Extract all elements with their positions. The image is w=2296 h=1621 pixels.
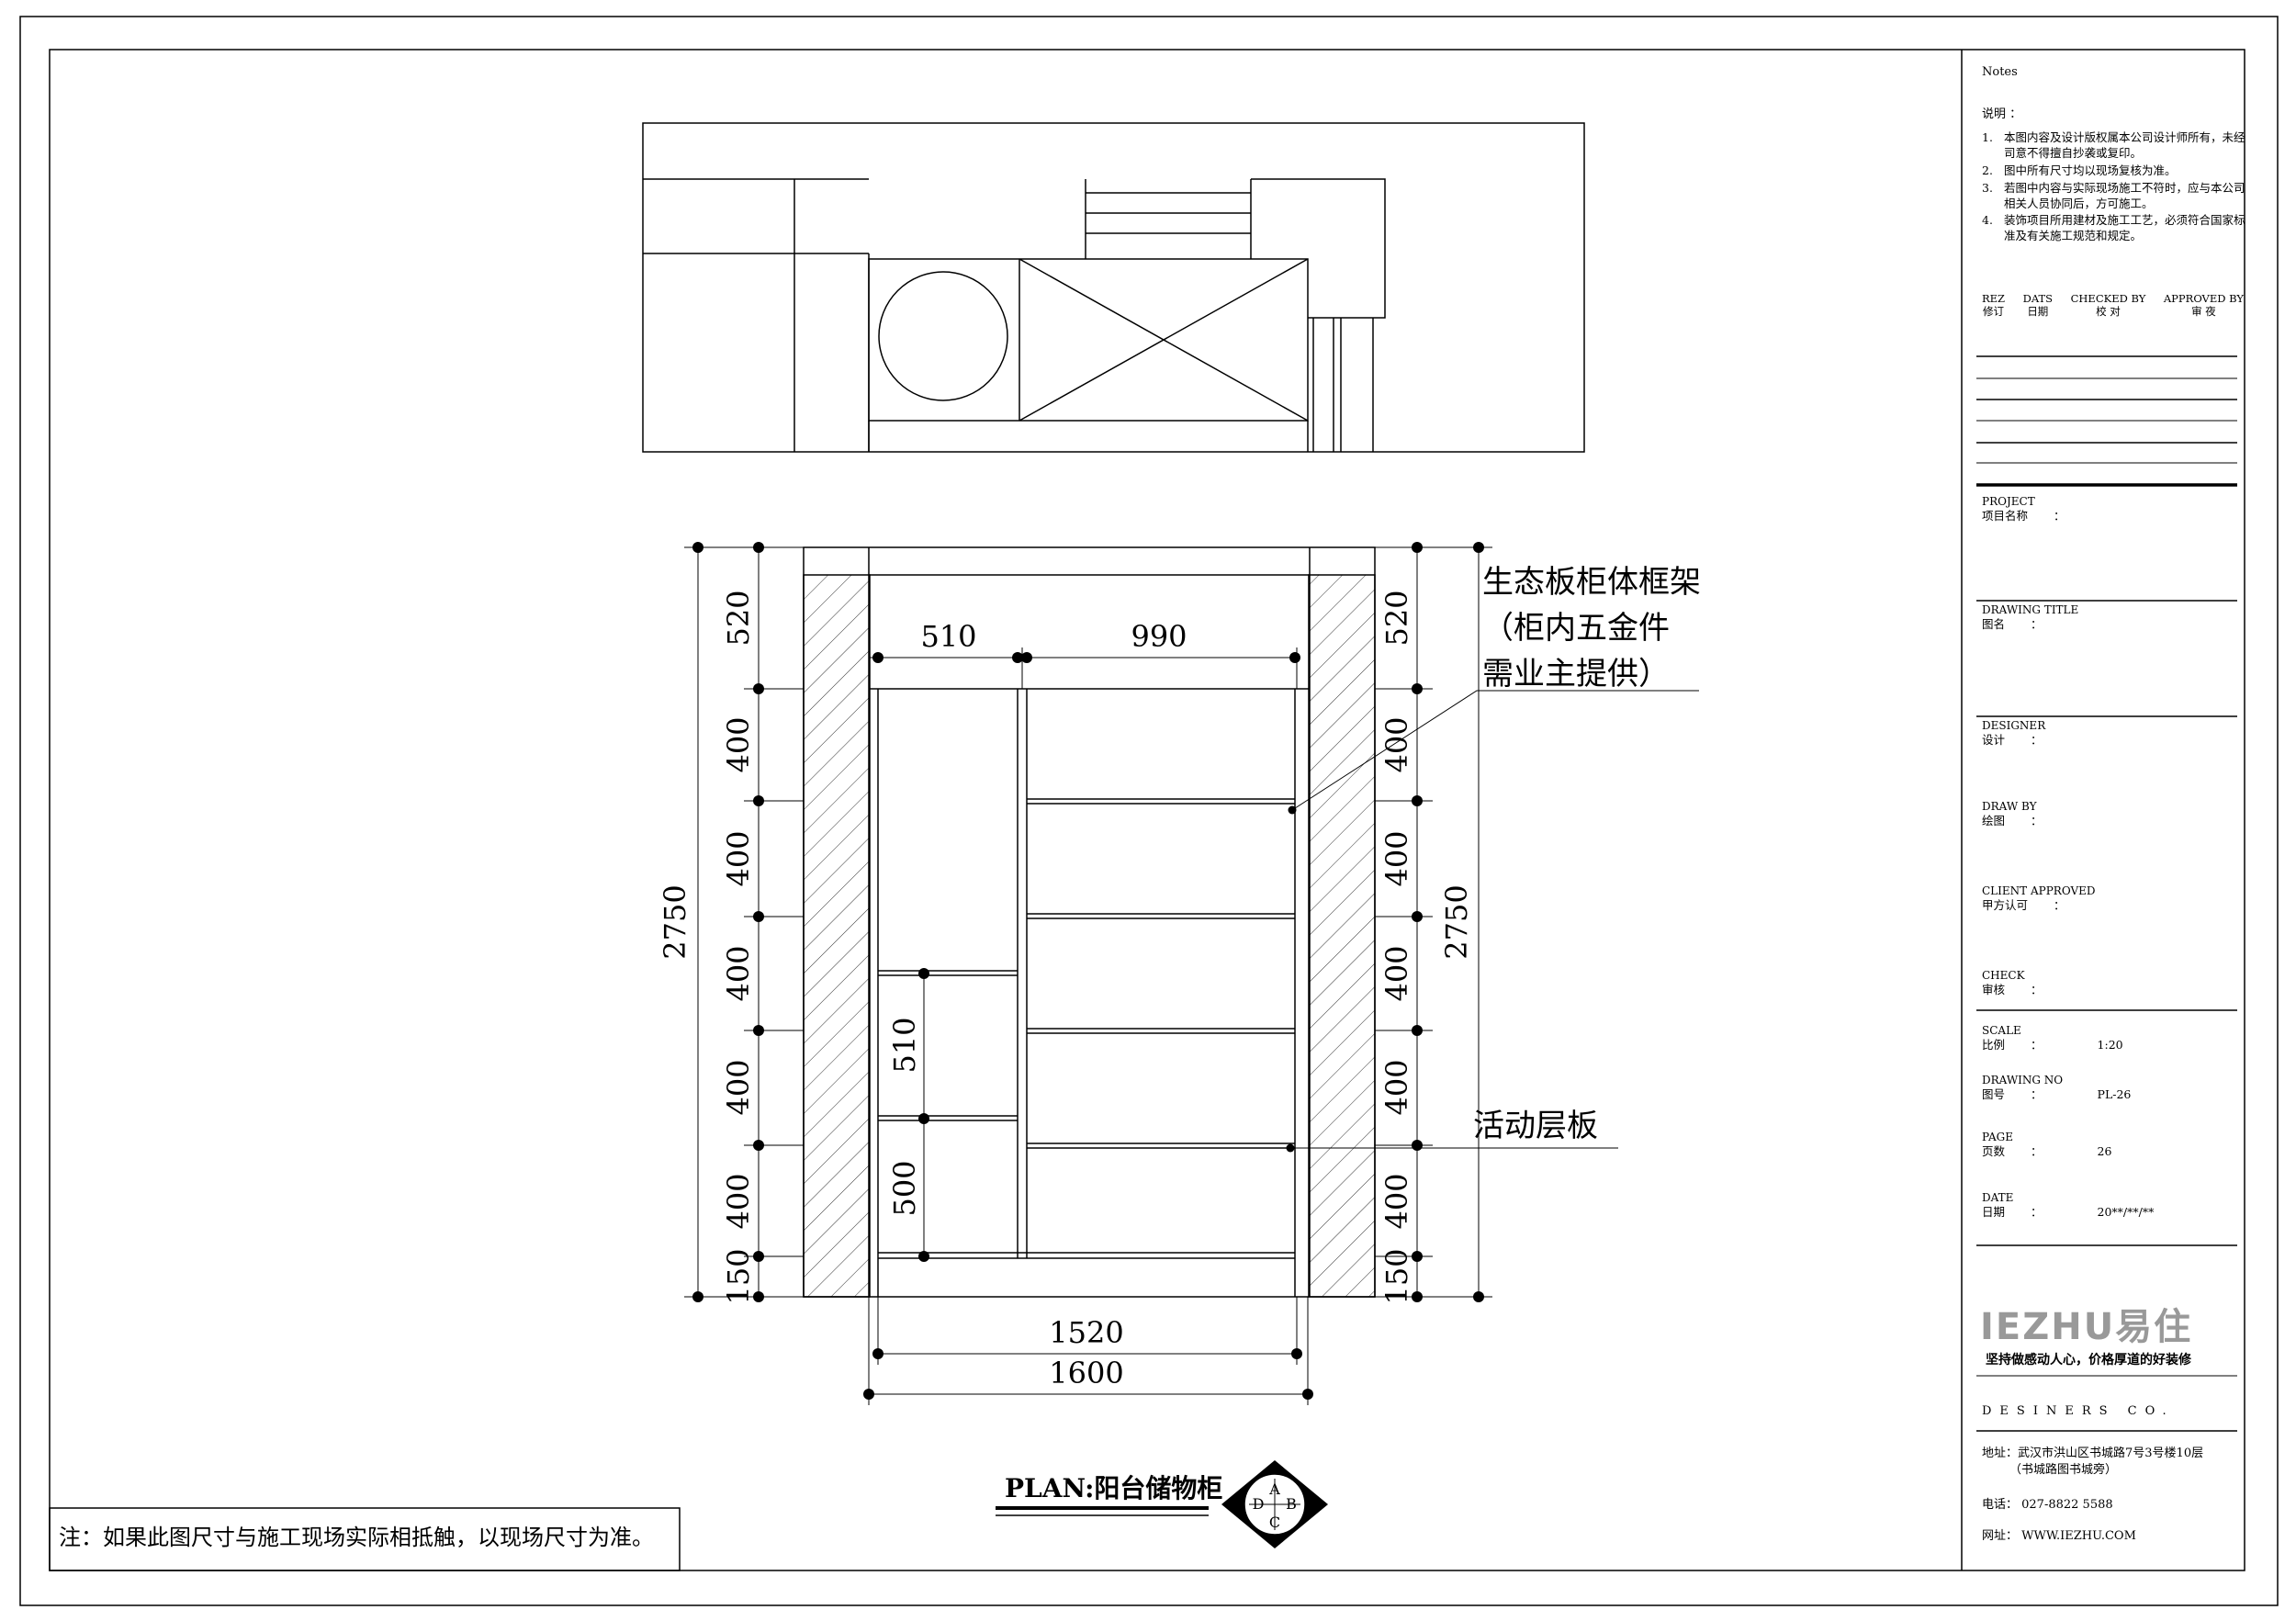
- dim-right-6: 400: [1379, 1173, 1414, 1229]
- shelf-label: 活动层板: [1473, 1108, 1598, 1144]
- dim-right-total: 2750: [1439, 884, 1474, 959]
- dim-right-1: 520: [1379, 590, 1414, 646]
- field-drawing-title: DRAWING TITLE 图名：: [1982, 603, 2079, 632]
- dimension-text-left: 520 400 400 400 400 400 150 2750: [658, 590, 756, 1304]
- symbol-letter-a: A: [1268, 1480, 1280, 1498]
- dimension-text-right: 520 400 400 400 400 400 150 2750: [1379, 590, 1474, 1304]
- dim-left-2: 400: [721, 716, 756, 772]
- company-logo: IEZHU易住: [1980, 1306, 2193, 1348]
- dim-inner-upper: 510: [887, 1017, 922, 1073]
- section-symbol: A B C D: [1221, 1460, 1328, 1548]
- dim-bottom-outer: 1600: [1049, 1356, 1123, 1390]
- titleblock-rules: [1976, 355, 2237, 1432]
- dim-top-left: 510: [920, 619, 976, 654]
- notes-heading: Notes: [1982, 65, 2018, 79]
- field-drawing-no: DRAWING NO 图号：PL-26: [1982, 1074, 2132, 1102]
- dim-left-3: 400: [721, 830, 756, 886]
- note-item: 1.本图内容及设计版权属本公司设计师所有，未经司意不得擅自抄袭或复印。: [1982, 130, 2245, 160]
- plan-title: PLAN:阳台储物柜: [1005, 1473, 1222, 1503]
- plan-title-underline: [996, 1506, 1209, 1516]
- leader-dots: [1286, 805, 1297, 1153]
- dim-left-total: 2750: [658, 884, 692, 959]
- top-view: [642, 122, 1585, 453]
- frame-label-line-3: 需业主提供）: [1482, 656, 1670, 692]
- note-item: 4.装饰项目所用建材及施工工艺，必须符合国家标准及有关施工规范和规定。: [1982, 213, 2245, 243]
- field-designer: DESIGNER 设计：: [1982, 719, 2046, 748]
- dim-bottom-inner: 1520: [1049, 1315, 1123, 1350]
- dim-left-1: 520: [721, 590, 756, 646]
- side-walls: [803, 574, 1376, 1298]
- company-website: 网址： WWW.IEZHU.COM: [1982, 1529, 2136, 1543]
- dim-left-6: 400: [721, 1173, 756, 1229]
- outer-border: [19, 16, 2279, 1606]
- notes-heading-cn: 说明 ：: [1982, 107, 2022, 121]
- dimension-text-horizontal: 510 990 1520 1600: [920, 619, 1187, 1390]
- dim-top-right: 990: [1131, 619, 1187, 654]
- dim-right-5: 400: [1379, 1059, 1414, 1115]
- cabinet-frame: [803, 546, 1376, 1298]
- notes-list: 1.本图内容及设计版权属本公司设计师所有，未经司意不得擅自抄袭或复印。 2.图中…: [1982, 130, 2246, 246]
- title-block: Notes 说明 ： 1.本图内容及设计版权属本公司设计师所有，未经司意不得擅自…: [1976, 55, 2252, 1561]
- field-scale: SCALE 比例：1:20: [1982, 1024, 2123, 1053]
- dim-left-5: 400: [721, 1059, 756, 1115]
- footnote: 注：如果此图尺寸与施工现场实际相抵触，以现场尺寸为准。: [59, 1525, 654, 1550]
- field-date: DATE 日期：20**/**/**: [1982, 1191, 2155, 1220]
- company-address: 地址：武汉市洪山区书城路7号3号楼10层 （书城路图书城旁）: [1982, 1447, 2204, 1477]
- field-page: PAGE 页数：26: [1982, 1131, 2112, 1159]
- company-name: DESINERS CO.: [1982, 1404, 2175, 1418]
- inner-border: [49, 49, 2245, 1571]
- dimension-ticks: [692, 542, 1484, 1400]
- note-item: 2.图中所有尺寸均以现场复核为准。: [1982, 163, 2177, 177]
- symbol-letter-b: B: [1286, 1495, 1297, 1513]
- footnote-box: [49, 1507, 681, 1571]
- dim-right-2: 400: [1379, 716, 1414, 772]
- field-check: CHECK 审核：: [1982, 969, 2043, 997]
- dim-right-7: 150: [1379, 1248, 1414, 1304]
- field-project: PROJECT 项目名称：: [1982, 495, 2065, 523]
- frame-label: 生态板柜体框架 （柜内五金件 需业主提供）: [1482, 564, 1701, 692]
- note-item: 3.若图中内容与实际现场施工不符时，应与本公司相关人员协同后，方可施工。: [1982, 180, 2245, 210]
- company-phone: 电话： 027-8822 5588: [1982, 1498, 2113, 1512]
- dim-right-4: 400: [1379, 945, 1414, 1001]
- field-client-approved: CLIENT APPROVED 甲方认可：: [1982, 884, 2096, 913]
- company-slogan: 坚持做感动人心，价格厚道的好装修: [1986, 1353, 2191, 1368]
- dim-inner-lower: 500: [887, 1160, 922, 1216]
- dim-left-7: 150: [721, 1248, 756, 1304]
- dim-left-4: 400: [721, 945, 756, 1001]
- dimension-text-inner: 510 500: [887, 1017, 922, 1216]
- dim-right-3: 400: [1379, 830, 1414, 886]
- symbol-letter-c: C: [1269, 1514, 1280, 1531]
- symbol-letter-d: D: [1253, 1495, 1265, 1513]
- dimension-lines: [684, 546, 1492, 1405]
- field-draw-by: DRAW BY 绘图：: [1982, 800, 2043, 828]
- frame-label-line-2: （柜内五金件: [1482, 610, 1670, 647]
- frame-label-line-1: 生态板柜体框架: [1482, 564, 1701, 601]
- leaders: [1290, 690, 1699, 1149]
